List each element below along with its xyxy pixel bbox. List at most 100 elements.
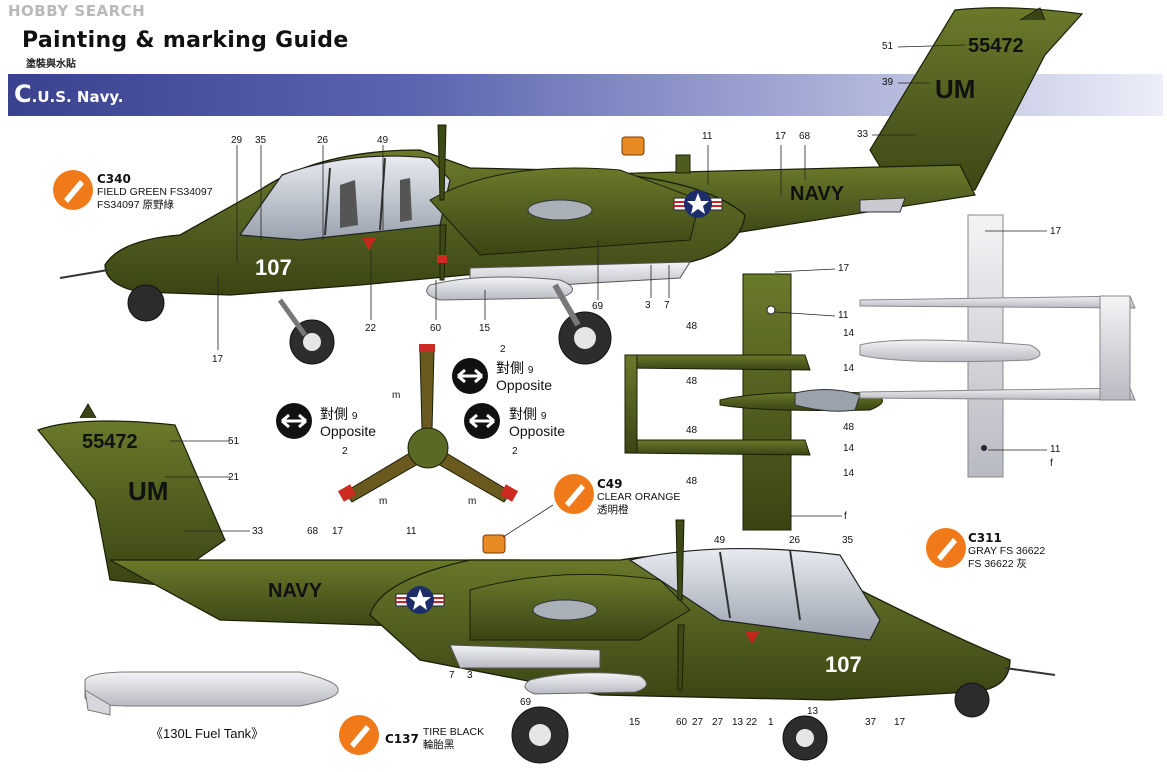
tail-code-bottom: UM xyxy=(128,476,168,506)
callout-27: 27 xyxy=(692,717,704,728)
callout-11: 11 xyxy=(702,131,713,142)
scheme-letter: C xyxy=(14,80,32,108)
callout-f: f xyxy=(844,511,847,522)
callout-51: 51 xyxy=(228,436,240,447)
paint-name-zh: FS34097 原野綠 xyxy=(97,199,175,212)
paint-brush-icon xyxy=(926,528,966,568)
callout-60: 60 xyxy=(430,323,442,334)
callout-17: 17 xyxy=(1050,226,1062,237)
page-subtitle: 塗裝與水貼 xyxy=(26,59,76,70)
callout-33: 33 xyxy=(252,526,264,537)
serial-text-top: 55472 xyxy=(968,35,1024,57)
callout-37: 37 xyxy=(865,717,877,728)
callout-13: 13 xyxy=(807,706,819,717)
paint-legend-clear-orange: C49 CLEAR ORANGE 透明橙 xyxy=(597,477,680,517)
opposite-zh: 對側 xyxy=(509,406,537,422)
callout-17: 17 xyxy=(775,131,787,142)
callout-48: 48 xyxy=(843,422,855,433)
watermark: HOBBY SEARCH xyxy=(8,2,146,20)
paint-legend-gray: C311 GRAY FS 36622 FS 36622 灰 xyxy=(968,531,1045,571)
propeller-detail xyxy=(337,344,519,503)
callout-68: 68 xyxy=(799,131,811,142)
opposite-zh: 對側 xyxy=(496,360,524,376)
opposite-label: 對側 9 Opposite xyxy=(509,406,565,440)
callout-69: 69 xyxy=(592,301,604,312)
callout-35: 35 xyxy=(842,535,854,546)
callout-48: 48 xyxy=(686,321,698,332)
paint-legend-tire-black: C137 TIRE BLACK 輪胎黑 xyxy=(385,726,484,752)
opposite-en: Opposite xyxy=(320,423,377,439)
callout-68: 68 xyxy=(307,526,319,537)
callout-m: m xyxy=(379,496,388,507)
callout-49: 49 xyxy=(714,535,726,546)
callout-48: 48 xyxy=(686,425,698,436)
callout-3: 3 xyxy=(467,670,473,681)
paint-name-zh: 輪胎黑 xyxy=(422,739,455,752)
opposite-arrow-icon xyxy=(452,358,488,394)
callout-f: f xyxy=(1050,458,1053,469)
paint-code: C340 xyxy=(97,172,131,186)
service-text-top: NAVY xyxy=(790,183,845,205)
callout-17: 17 xyxy=(212,354,224,365)
paint-brush-icon xyxy=(339,715,379,755)
callout-15: 15 xyxy=(479,323,491,334)
callout-2: 2 xyxy=(342,446,348,457)
opposite-num: 9 xyxy=(540,411,547,422)
callout-35: 35 xyxy=(255,135,267,146)
callout-7: 7 xyxy=(664,300,670,311)
callout-1: 1 xyxy=(768,717,774,728)
paint-code: C49 xyxy=(597,477,623,491)
callout-14: 14 xyxy=(843,363,855,374)
callout-29: 29 xyxy=(231,135,243,146)
callout-13: 13 xyxy=(732,717,744,728)
callout-17: 17 xyxy=(332,526,344,537)
callout-69: 69 xyxy=(520,697,532,708)
callout-15: 15 xyxy=(629,717,641,728)
paint-name-zh: 透明橙 xyxy=(597,504,629,517)
paint-name: TIRE BLACK xyxy=(422,726,485,738)
callout-m: m xyxy=(392,390,401,401)
opposite-label: 對側 9 Opposite xyxy=(320,406,376,440)
callout-11: 11 xyxy=(838,310,849,321)
callout-7: 7 xyxy=(449,670,455,681)
callout-49: 49 xyxy=(377,135,389,146)
opposite-arrow-icon xyxy=(464,403,500,439)
callout-48: 48 xyxy=(686,476,698,487)
paint-name-zh: FS 36622 灰 xyxy=(968,558,1027,571)
callout-48: 48 xyxy=(686,376,698,387)
paint-code: C311 xyxy=(968,531,1002,545)
side-view-bottom: NAVY 107 55472 UM xyxy=(36,402,1056,764)
callout-11: 11 xyxy=(406,526,417,537)
opposite-en: Opposite xyxy=(496,377,553,393)
callout-14: 14 xyxy=(843,328,855,339)
modex-text-bottom: 107 xyxy=(825,652,862,677)
fuel-tank-caption: 《130L Fuel Tank》 xyxy=(150,726,265,741)
paint-name: FIELD GREEN FS34097 xyxy=(97,186,213,198)
callout-51: 51 xyxy=(882,41,894,52)
callout-22: 22 xyxy=(746,717,758,728)
serial-text-bottom: 55472 xyxy=(82,431,138,453)
callout-21: 21 xyxy=(228,472,240,483)
side-view-top: NAVY 107 55472 UM xyxy=(59,7,1084,365)
callout-m: m xyxy=(468,496,477,507)
leader-lines xyxy=(165,44,1047,538)
callout-26: 26 xyxy=(317,135,329,146)
callout-33: 33 xyxy=(857,129,869,140)
callout-17: 17 xyxy=(894,717,906,728)
opposite-num: 9 xyxy=(351,411,358,422)
scheme-label: C.U.S. Navy. xyxy=(14,80,123,108)
callout-11: 11 xyxy=(1050,444,1061,455)
paint-name: CLEAR ORANGE xyxy=(597,491,681,503)
roundel-bottom xyxy=(395,586,445,614)
paint-code: C137 xyxy=(385,732,419,747)
callout-60: 60 xyxy=(676,717,688,728)
plan-view-bottom xyxy=(859,214,1136,478)
paint-brush-icon xyxy=(53,170,93,210)
service-text-bottom: NAVY xyxy=(268,580,323,602)
tail-code-top: UM xyxy=(935,74,975,104)
callout-27: 27 xyxy=(712,717,724,728)
roundel-top xyxy=(673,190,723,218)
opposite-zh: 對側 xyxy=(320,406,348,422)
callout-3: 3 xyxy=(645,300,651,311)
